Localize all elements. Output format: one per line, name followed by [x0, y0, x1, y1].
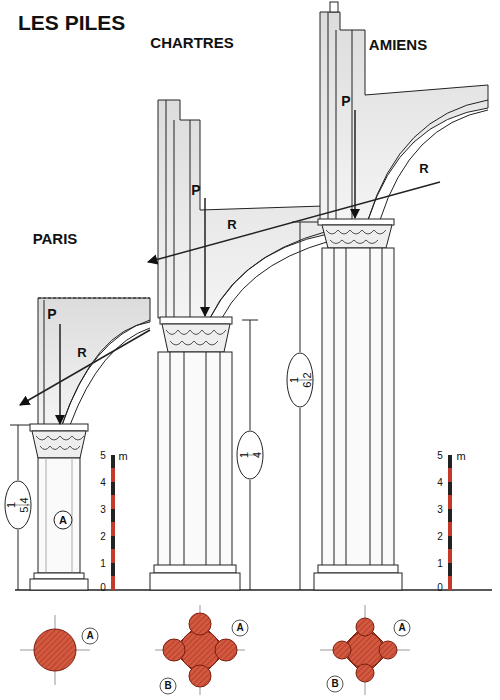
ratio-numerator: 1 [289, 377, 300, 383]
scale-number: 1 [437, 559, 443, 569]
section-mark: A [59, 515, 67, 526]
ratio-denominator: 4 [252, 452, 263, 458]
pier-name: PARIS [33, 231, 78, 246]
ratio-numerator: 1 [6, 502, 17, 508]
section-mark: A [86, 631, 93, 641]
scale-unit: m [118, 451, 127, 462]
pier-name: CHARTRES [150, 35, 233, 50]
ratio-numerator: 1 [239, 452, 250, 458]
force-label: P [191, 183, 200, 197]
force-label: R [419, 162, 428, 175]
scale-number: 5 [437, 451, 443, 461]
pier-name: AMIENS [369, 37, 427, 52]
scale-number: 3 [437, 505, 443, 515]
section-mark: A [398, 623, 405, 633]
scale-number: 3 [100, 505, 106, 515]
force-label: P [47, 307, 56, 321]
scale-number: 0 [100, 583, 106, 593]
scale-number: 1 [100, 559, 106, 569]
scale-number: 2 [437, 532, 443, 542]
section-mark: B [331, 679, 338, 689]
force-label: P [341, 94, 350, 108]
scale-number: 0 [437, 583, 443, 593]
scale-unit: m [456, 451, 465, 462]
scale-number: 4 [437, 478, 443, 488]
scale-number: 5 [100, 451, 106, 461]
section-mark: B [164, 681, 171, 691]
scale-number: 4 [100, 478, 106, 488]
ratio-denominator: 5,4 [19, 497, 30, 512]
ratio-denominator: 6,2 [302, 372, 313, 387]
section-mark: A [236, 623, 243, 633]
scale-number: 2 [100, 532, 106, 542]
title: LES PILES [18, 12, 125, 33]
force-label: R [77, 346, 86, 359]
force-label: R [227, 218, 236, 231]
